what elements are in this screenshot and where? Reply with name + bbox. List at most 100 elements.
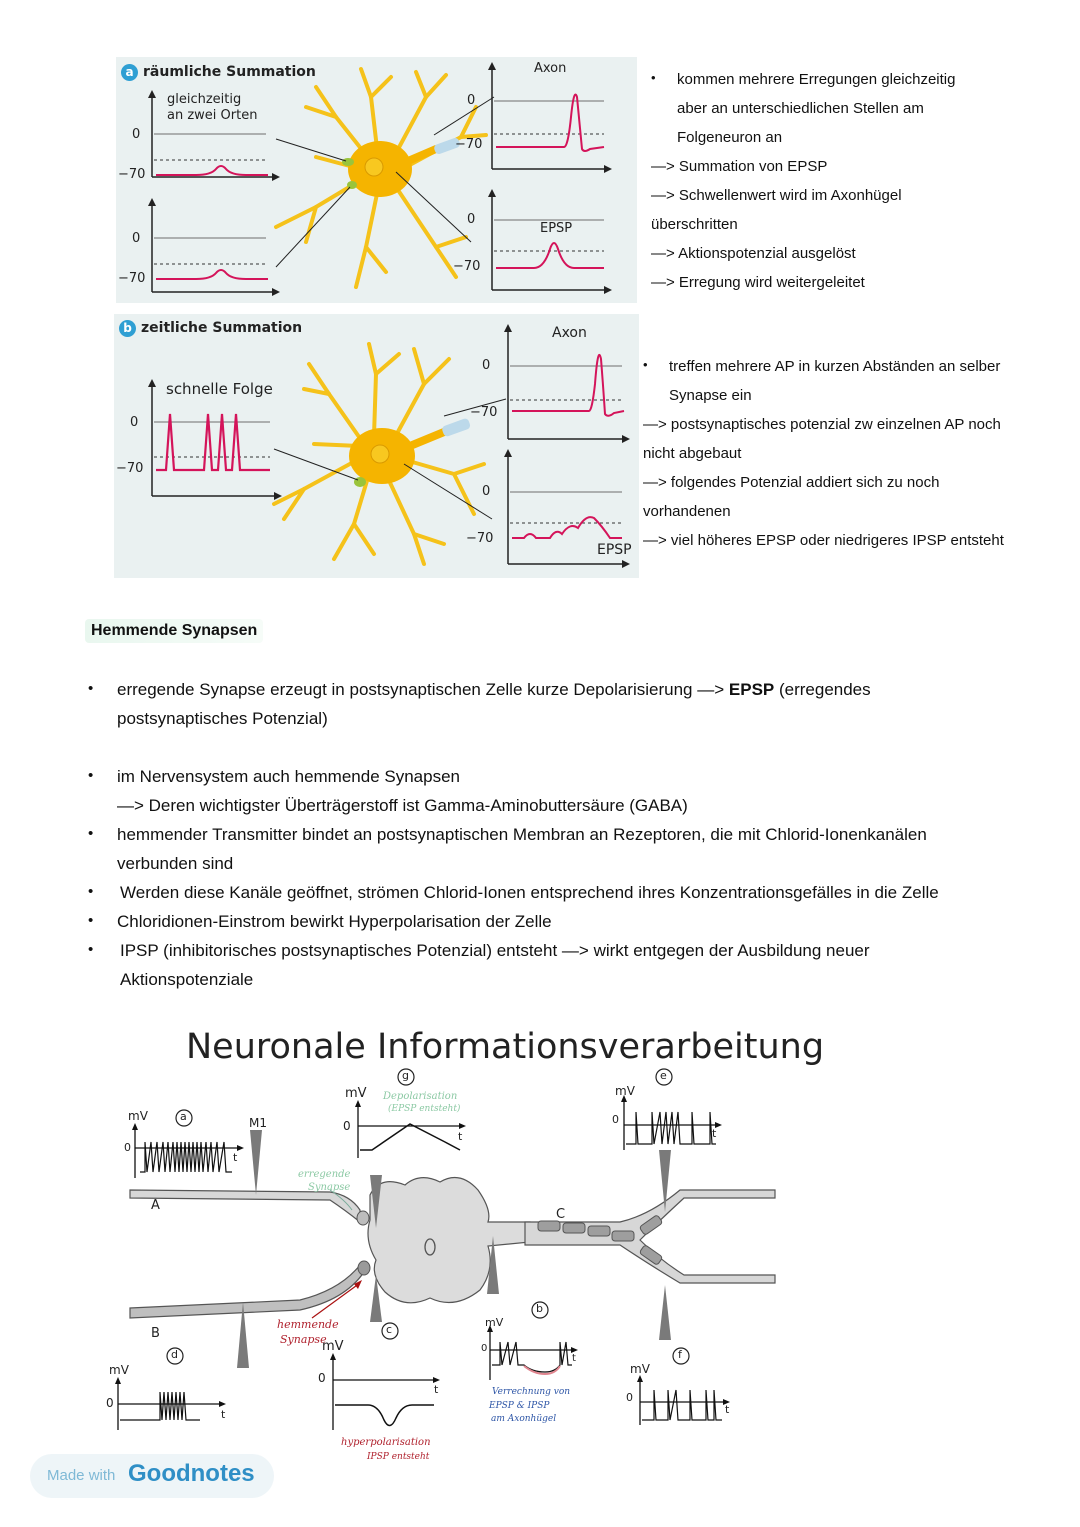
bullet-5: • (88, 912, 94, 929)
panel-a-graph-label: gleichzeitig an zwei Orten (167, 92, 258, 123)
diagram-mv-b: mV (485, 1316, 504, 1329)
note-hyperpolarisation-2: IPSP entsteht (367, 1452, 430, 1462)
diagram-mv-e: mV (615, 1084, 635, 1098)
diagram-t-g: t (458, 1130, 463, 1143)
note-computation-2: EPSP & IPSP (489, 1401, 550, 1411)
paragraph-1: erregende Synapse erzeugt in postsynapti… (117, 675, 871, 704)
diagram-mv-a: mV (128, 1109, 148, 1123)
panel-a-tick-70-right-1: −70 (455, 137, 483, 152)
panel-b-tick-0-left: 0 (130, 415, 139, 430)
paragraph-3: hemmender Transmitter bindet an postsyna… (117, 825, 927, 844)
note-computation-1: Verrechnung von (492, 1387, 571, 1397)
panel-a-epsp-label: EPSP (540, 221, 573, 236)
panel-b-figure (148, 324, 630, 568)
panel-a-epsp-graph (488, 189, 612, 294)
notes-b-line-3: —> postsynaptisches potenzial zw einzeln… (643, 416, 1001, 433)
diagram-t-c: t (434, 1383, 439, 1396)
diagram-neuron-b: B (151, 1326, 160, 1341)
panel-a-input-graph-1 (148, 90, 280, 181)
trace-e (621, 1095, 722, 1150)
diagram-label-b: b (536, 1302, 543, 1315)
trace-a (132, 1123, 244, 1178)
diagram-mv-g: mV (345, 1086, 367, 1101)
panel-a-figure (148, 62, 612, 296)
bullet-3: • (88, 825, 94, 842)
panel-a-tick-70-right-2: −70 (453, 259, 481, 274)
diagram-label-a: a (180, 1110, 187, 1123)
panel-b-epsp-label: EPSP (597, 542, 632, 558)
notes-a-line-7: —> Aktionspotenzial ausgelöst (651, 245, 856, 262)
notes-b-line-7: —> viel höheres EPSP oder niedrigeres IP… (643, 532, 1004, 549)
panel-a-tick-0-right-2: 0 (467, 212, 476, 227)
panel-a-axon-label: Axon (534, 61, 567, 76)
diagram-neuron-c: C (556, 1207, 566, 1222)
trace-d (115, 1377, 226, 1430)
notes-a-line-8: —> Erregung wird weitergeleitet (651, 274, 865, 291)
panel-b-tick-0-right-2: 0 (482, 484, 491, 499)
note-computation-3: am Axonhügel (491, 1414, 557, 1424)
notes-a-line-5: —> Schwellenwert wird im Axonhügel (651, 187, 902, 204)
panel-b-title-text: zeitliche Summation (141, 320, 303, 336)
bullet-6: • (88, 941, 94, 958)
diagram-zero-e: 0 (612, 1113, 619, 1126)
panel-b-tick-70-right-2: −70 (466, 531, 494, 546)
neuronal-processing-diagram (115, 1068, 776, 1430)
note-inhibitory-2: Synapse (280, 1333, 327, 1346)
diagram-zero-a: 0 (124, 1141, 131, 1154)
note-depolarisation-2: (EPSP entsteht) (388, 1104, 461, 1114)
paragraph-2-line-2: —> Deren wichtigster Überträgerstoff ist… (117, 796, 688, 815)
notes-a-line-3: Folgeneuron an (677, 129, 783, 146)
section-heading: Hemmende Synapsen (85, 619, 264, 643)
diagram-zero-f: 0 (626, 1391, 633, 1404)
trace-c (330, 1353, 440, 1430)
bullet-4: • (88, 883, 94, 900)
panel-b-badge: b (119, 320, 136, 337)
trace-b (487, 1325, 578, 1380)
notes-b-bullet: • (643, 357, 648, 372)
paragraph-6-line-2: Aktionspotenziale (120, 970, 254, 989)
bullet-2: • (88, 767, 94, 784)
paragraph-1-c: (erregendes (774, 680, 871, 699)
paragraph-6: IPSP (inhibitorisches postsynaptisches P… (120, 941, 870, 960)
diagram-mv-d: mV (109, 1363, 129, 1377)
notes-a-line-4: —> Summation von EPSP (651, 158, 828, 175)
notes-a-line-2: aber an unterschiedlichen Stellen am (677, 100, 924, 117)
panel-b-tick-70-left: −70 (116, 461, 144, 476)
paragraph-1-a: erregende Synapse erzeugt in postsynapti… (117, 680, 729, 699)
panel-a-title-text: räumliche Summation (143, 64, 316, 80)
trace-g (355, 1100, 466, 1158)
panel-b-graph-label: schnelle Folge (166, 380, 273, 398)
diagram-title: Neuronale Informationsverarbeitung (186, 1027, 825, 1067)
paragraph-1-line-2: postsynaptisches Potenzial) (117, 709, 328, 728)
panel-a-neuron (274, 67, 495, 289)
panel-b-axon-label: Axon (552, 325, 587, 341)
panel-b-input-graph (148, 379, 282, 500)
goodnotes-logo: Goodnotes (128, 1460, 255, 1487)
note-inhibitory-1: hemmende (277, 1318, 339, 1331)
diagram-t-f: t (725, 1403, 730, 1416)
panel-a-tick-70-left-1: −70 (118, 167, 146, 182)
panel-a-axon-graph (488, 62, 612, 173)
paragraph-2: im Nervensystem auch hemmende Synapsen (117, 767, 460, 786)
diagram-label-e: e (660, 1069, 667, 1082)
panel-b-neuron (272, 342, 507, 566)
notes-b-line-6: vorhandenen (643, 503, 731, 520)
paragraph-5: Chloridionen-Einstrom bewirkt Hyperpolar… (117, 912, 552, 931)
paragraph-1-epsp: EPSP (728, 680, 775, 699)
diagram-label-d: d (171, 1348, 178, 1361)
note-excitatory-2: Synapse (308, 1182, 351, 1193)
diagram-mv-f: mV (630, 1362, 650, 1376)
panel-a-tick-0-left-2: 0 (132, 231, 141, 246)
bullet-1: • (88, 680, 94, 697)
diagram-zero-c: 0 (318, 1371, 326, 1385)
diagram-label-g: g (402, 1069, 409, 1082)
made-with-label: Made with (47, 1467, 116, 1484)
diagram-t-e: t (712, 1127, 717, 1140)
notes-a-line-1: kommen mehrere Erregungen gleichzeitig (677, 71, 956, 88)
panel-b-tick-0-right-1: 0 (482, 358, 491, 373)
note-hyperpolarisation-1: hyperpolarisation (341, 1437, 431, 1448)
notes-b-line-5: —> folgendes Potenzial addiert sich zu n… (643, 474, 940, 491)
panel-b-tick-70-right-1: −70 (470, 405, 498, 420)
notes-b-line-4: nicht abgebaut (643, 445, 742, 462)
diagram-label-f: f (678, 1348, 682, 1361)
